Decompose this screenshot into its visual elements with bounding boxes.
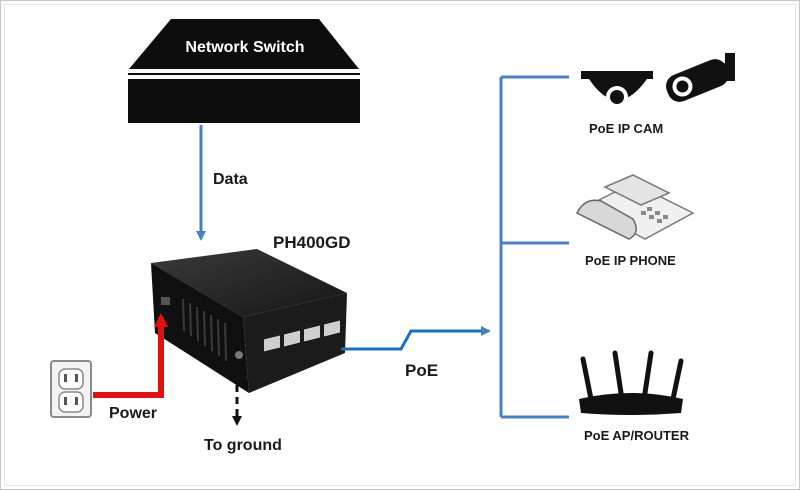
endpoint-label-ap-router: PoE AP/ROUTER [584, 428, 689, 443]
endpoint-label-ip-cam: PoE IP CAM [589, 121, 664, 136]
endpoint-label-ip-phone: PoE IP PHONE [585, 253, 676, 268]
data-link-label: Data [213, 171, 248, 188]
poe-injector-icon [151, 249, 347, 393]
power-link-label: Power [109, 405, 158, 422]
ground-link-label: To ground [204, 437, 282, 454]
poe-link-label: PoE [405, 361, 439, 380]
ip-phone-icon [575, 174, 695, 240]
distribution-bus [499, 75, 569, 419]
device-model-label: PH400GD [273, 233, 351, 252]
power-link-line [93, 313, 168, 398]
ip-camera-icon [581, 53, 735, 108]
router-icon [579, 350, 684, 415]
poe-link-line [341, 326, 491, 351]
network-switch-icon [128, 19, 360, 123]
network-switch-label: Network Switch [185, 39, 305, 56]
power-outlet-icon [50, 360, 92, 418]
